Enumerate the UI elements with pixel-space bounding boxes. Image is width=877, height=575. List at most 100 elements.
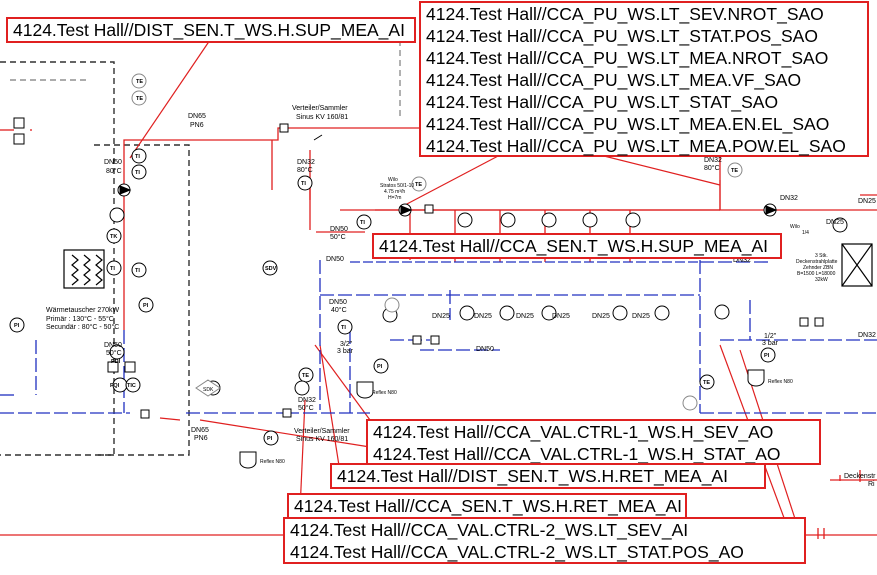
temp-80-c-label: 80°C	[704, 164, 720, 172]
dn25-label-4: DN25	[552, 313, 570, 320]
tag-text[interactable]: 4124.Test Hall//CCA_PU_WS.LT_MEA.NROT_SA…	[426, 48, 829, 68]
dn50-mid2-label: DN50	[326, 256, 344, 263]
sensor-ti-label: TI	[341, 325, 346, 331]
return-lines	[0, 260, 877, 414]
dn32-a-label: DN32	[297, 159, 315, 166]
dn32-r2-label: DN32	[780, 195, 798, 202]
tag-text[interactable]: 4124.Test Hall//CCA_SEN.T_WS.H.RET_MEA_A…	[294, 496, 683, 516]
pumps	[117, 183, 778, 217]
one-four-label: 1/4	[802, 230, 809, 236]
pn6-top-label: PN6	[190, 122, 204, 129]
sensor-pi-label: PI	[764, 353, 770, 359]
reflex-a-label: Reflex N80	[372, 390, 397, 396]
verteiler-bottom-label-1: Verteiler/Sammler	[294, 428, 350, 435]
wt-title-label: Wärmetauscher 270kW	[46, 307, 120, 314]
verteiler-top-label-2: Sinus KV 160/81	[296, 114, 348, 121]
tag-text[interactable]: 4124.Test Hall//DIST_SEN.T_WS.H.SUP_MEA_…	[13, 20, 405, 40]
heat-exchanger	[63, 249, 105, 289]
dn50-lower-label: DN50	[476, 346, 494, 353]
pump-a-label-2: Stratos 50/1-10	[380, 183, 414, 189]
sensor-pi-label: PI	[14, 323, 20, 329]
sensor-te-label: TE	[703, 380, 710, 386]
tag-text[interactable]: 4124.Test Hall//CCA_PU_WS.LT_MEA.VF_SAO	[426, 70, 802, 90]
tag-text[interactable]: 4124.Test Hall//CCA_PU_WS.LT_MEA.EN.EL_S…	[426, 114, 830, 134]
sensor-ti-label: TI	[360, 220, 365, 226]
dn32-b-label: DN32	[298, 397, 316, 404]
tag-text[interactable]: 4124.Test Hall//CCA_PU_WS.LT_MEA.POW.EL_…	[426, 136, 846, 156]
temp-80-b-label: 80°C	[297, 166, 313, 174]
wt-secondary-label: Secundär : 80°C - 50°C	[46, 323, 119, 331]
sensor-pdi-label: PDI	[111, 359, 121, 365]
dn65-top-label: DN65	[188, 113, 206, 120]
bar-b-label: 3 bar	[762, 340, 779, 347]
tag-cca-pump-group[interactable]: 4124.Test Hall//CCA_PU_WS.LT_SEV.NROT_SA…	[419, 1, 869, 157]
one-two-label: 1/2"	[764, 333, 777, 340]
sensor-pi-label: PI	[377, 364, 383, 370]
sensor-sdv-label: SDV	[265, 266, 277, 272]
sensor-te-label: TE	[731, 168, 738, 174]
deck-label-3: Zehnder ZBN	[803, 265, 833, 271]
temp-50-b-label: 50°C	[330, 233, 346, 241]
reflex-c-label: Reflex N80	[768, 379, 793, 385]
tag-text[interactable]: 4124.Test Hall//CCA_SEN.T_WS.H.SUP_MEA_A…	[379, 236, 769, 256]
pn6-bottom-label: PN6	[194, 435, 208, 442]
tag-text[interactable]: 4124.Test Hall//DIST_SEN.T_WS.H.RET_MEA_…	[337, 466, 728, 486]
tag-dist-sen-ret[interactable]: 4124.Test Hall//DIST_SEN.T_WS.H.RET_MEA_…	[330, 463, 766, 489]
sensor-tk-label: TK	[110, 234, 117, 240]
temp-50-c-label: 50°C	[298, 404, 314, 412]
tag-text[interactable]: 4124.Test Hall//CCA_PU_WS.LT_STAT_SAO	[426, 92, 779, 112]
dn25-r-label: DN25	[858, 198, 876, 205]
temp-80-label: 80°C	[106, 167, 122, 175]
dn50-left-label: DN50	[104, 159, 122, 166]
dn25-label-2: DN25	[474, 313, 492, 320]
dn50-50-label: DN50	[104, 342, 122, 349]
dn50-mid-label: DN50	[330, 226, 348, 233]
sensor-fqi-label: FQI	[110, 383, 120, 389]
sensor-tic-label: TIC	[127, 383, 136, 389]
dn50-mid3-label: DN50	[329, 299, 347, 306]
pump-a-label-4: H=7m	[388, 195, 401, 201]
deck-label-1: 3 Stk.	[815, 253, 828, 259]
tag-text[interactable]: 4124.Test Hall//CCA_PU_WS.LT_STAT.POS_SA…	[426, 26, 818, 46]
dn32-r3-label: DN32	[733, 257, 751, 264]
deckenstr-label: Deckenstr	[844, 473, 876, 480]
sensor-te-label: TE	[136, 79, 143, 85]
ceiling-panel	[841, 243, 873, 287]
verteiler-bottom-label-2: Sinus KV 160/81	[296, 436, 348, 443]
bottom-line-marks	[817, 470, 861, 539]
deck-label-4: B=1500 L=18000	[797, 271, 836, 277]
tag-cca-sen-ret[interactable]: 4124.Test Hall//CCA_SEN.T_WS.H.RET_MEA_A…	[287, 493, 687, 519]
temp-50-label: 50°C	[106, 349, 122, 357]
deck-label-5: 32kW	[815, 277, 828, 283]
dashed-boxes	[0, 40, 401, 456]
tag-cca-sen-sup[interactable]: 4124.Test Hall//CCA_SEN.T_WS.H.SUP_MEA_A…	[372, 233, 782, 259]
dn25-label-1: DN25	[432, 313, 450, 320]
sensor-ti-label: TI	[135, 154, 140, 160]
sdk-label: SDK	[203, 387, 214, 393]
sensor-te-label: TE	[136, 96, 143, 102]
dn25-r2-label: DN25	[826, 219, 844, 226]
sensor-ti-label: TI	[135, 170, 140, 176]
three-eight-a-label: 3/2"	[340, 341, 353, 348]
dn25-label-3: DN25	[516, 313, 534, 320]
dn65-bottom-label: DN65	[191, 427, 209, 434]
tag-text[interactable]: 4124.Test Hall//CCA_VAL.CTRL-2_WS.LT_SEV…	[290, 520, 689, 540]
tag-cca-valve-2[interactable]: 4124.Test Hall//CCA_VAL.CTRL-2_WS.LT_SEV…	[283, 517, 806, 564]
tag-text[interactable]: 4124.Test Hall//CCA_PU_WS.LT_SEV.NROT_SA…	[426, 4, 824, 24]
deck-label-2: Deckenstrahlplatte	[796, 259, 838, 265]
tag-text[interactable]: 4124.Test Hall//CCA_VAL.CTRL-2_WS.LT_STA…	[290, 542, 744, 562]
wt-primary-label: Primär : 130°C - 55°C	[46, 315, 114, 323]
pump-a-label-1: Wilo	[388, 177, 398, 183]
dn32-right-label: DN32	[704, 157, 722, 164]
temp-40-label: 40°C	[331, 306, 347, 314]
tag-text[interactable]: 4124.Test Hall//CCA_VAL.CTRL-1_WS.H_SEV_…	[373, 422, 774, 442]
tag-dist-sen-sup[interactable]: 4124.Test Hall//DIST_SEN.T_WS.H.SUP_MEA_…	[6, 17, 416, 43]
sensor-te-label: TE	[415, 182, 422, 188]
sensor-te-label: TE	[302, 373, 309, 379]
tag-text[interactable]: 4124.Test Hall//CCA_VAL.CTRL-1_WS.H_STAT…	[373, 444, 781, 464]
sensor-pi-label: PI	[267, 436, 273, 442]
sensor-pi-label: PI	[143, 303, 149, 309]
pump-a-label-3: 4.75 m³/h	[384, 189, 405, 195]
tag-cca-valve-1[interactable]: 4124.Test Hall//CCA_VAL.CTRL-1_WS.H_SEV_…	[366, 419, 821, 465]
dn25-label-5: DN25	[592, 313, 610, 320]
